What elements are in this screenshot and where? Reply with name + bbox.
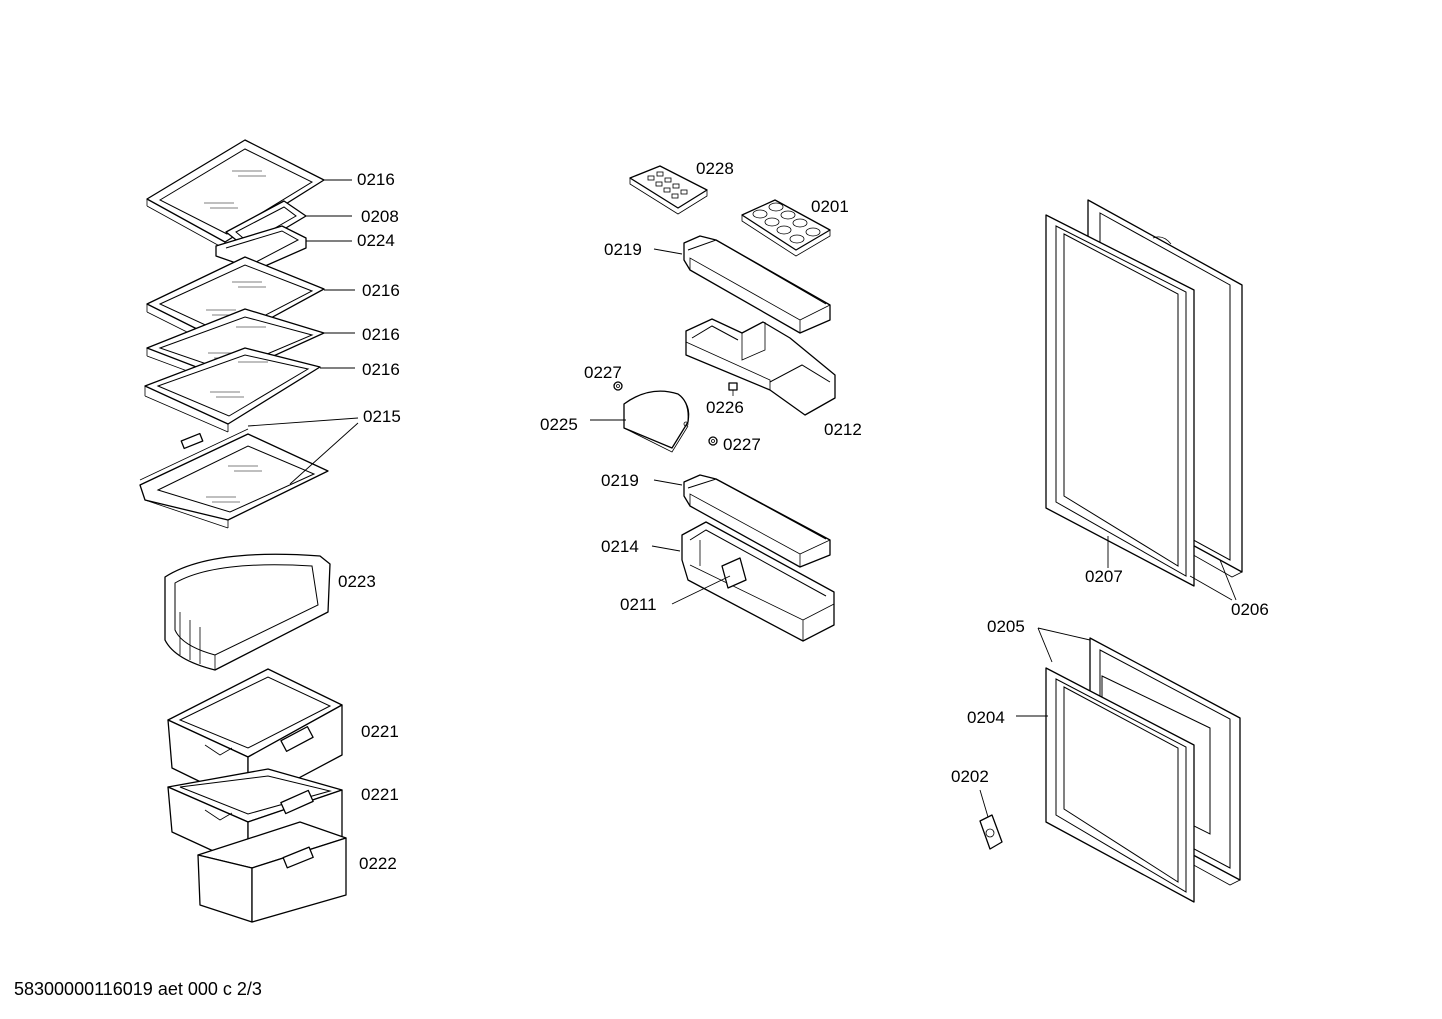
glass-shelf-0216-top xyxy=(146,139,325,250)
label-0227-b: 0227 xyxy=(723,435,761,454)
ice-tray-0228 xyxy=(629,165,708,215)
label-0205: 0205 xyxy=(987,617,1025,636)
drawing-code: 58300000116019 aet 000 c 2/3 xyxy=(14,979,262,999)
label-0227-a: 0227 xyxy=(584,363,622,382)
knob-0202 xyxy=(979,814,1003,850)
label-0221-a: 0221 xyxy=(361,722,399,741)
label-0214: 0214 xyxy=(601,537,639,556)
divider-0211 xyxy=(721,557,747,589)
door-bin-0219-lower xyxy=(683,474,831,568)
label-0206: 0206 xyxy=(1231,600,1269,619)
label-0224: 0224 xyxy=(357,231,395,250)
label-0215: 0215 xyxy=(363,407,401,426)
compartment-tray-0224 xyxy=(215,225,307,271)
glass-shelf-0216-fourth xyxy=(144,347,321,433)
label-0219-b: 0219 xyxy=(601,471,639,490)
label-0216-a: 0216 xyxy=(357,170,395,189)
middle-leaders xyxy=(590,248,731,605)
door-bin-0219-upper xyxy=(683,235,831,334)
egg-tray-0201 xyxy=(741,199,831,257)
label-0202: 0202 xyxy=(951,767,989,786)
label-0223: 0223 xyxy=(338,572,376,591)
fastener-0226 xyxy=(728,382,738,396)
label-0226: 0226 xyxy=(706,398,744,417)
label-0201: 0201 xyxy=(811,197,849,216)
label-0207: 0207 xyxy=(1085,567,1123,586)
label-0216-d: 0216 xyxy=(362,360,400,379)
left-leaders xyxy=(247,179,359,485)
label-0204: 0204 xyxy=(967,708,1005,727)
label-0225: 0225 xyxy=(540,415,578,434)
vegetable-bin-0223 xyxy=(164,553,331,671)
drawer-0222 xyxy=(197,821,347,923)
part-labels: 0216 0208 0224 0216 0216 0216 0215 0223 … xyxy=(338,159,1269,873)
label-0222: 0222 xyxy=(359,854,397,873)
fridge-door-gasket-0207 xyxy=(1045,214,1195,587)
freezer-door-gasket-0204 xyxy=(1045,667,1195,903)
fastener-0227-upper xyxy=(613,381,623,391)
label-0211: 0211 xyxy=(620,595,657,614)
label-0228: 0228 xyxy=(696,159,734,178)
label-0216-c: 0216 xyxy=(362,325,400,344)
flap-cover-0225 xyxy=(623,390,690,453)
glass-shelf-with-rail-0215 xyxy=(139,428,329,529)
right-leaders xyxy=(979,536,1237,818)
label-0221-b: 0221 xyxy=(361,785,399,804)
fastener-0227-lower xyxy=(708,436,718,446)
label-0212: 0212 xyxy=(824,420,862,439)
label-0216-b: 0216 xyxy=(362,281,400,300)
label-0219-a: 0219 xyxy=(604,240,642,259)
bottle-bin-0212 xyxy=(685,318,836,416)
label-0208: 0208 xyxy=(361,207,399,226)
